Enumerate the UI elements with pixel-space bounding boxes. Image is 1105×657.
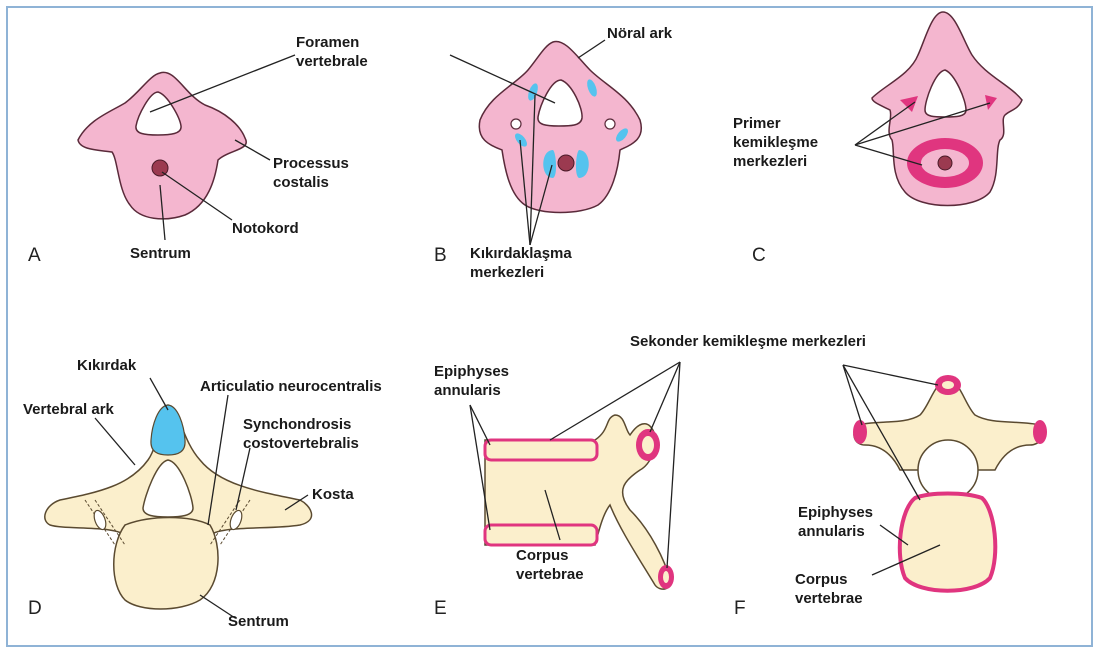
- label-processus-costalis: Processus costalis: [273, 154, 349, 192]
- label-vertebral-ark: Vertebral ark: [23, 400, 114, 419]
- panel-d-centrum: [114, 518, 218, 610]
- label-sekonder-kemiklesme-merkezleri: Sekonder kemikleşme merkezleri: [630, 332, 866, 351]
- panel-f-vertebra: [853, 375, 1047, 591]
- label-corpus-vertebrae-f: Corpus vertebrae: [795, 570, 863, 608]
- panel-c-notochord: [938, 156, 952, 170]
- panel-label-e: E: [434, 598, 447, 620]
- label-sentrum-a: Sentrum: [130, 244, 191, 263]
- label-epiphyses-annularis-e: Epiphyses annularis: [434, 362, 509, 400]
- panel-label-b: B: [434, 245, 447, 267]
- label-kikirdak: Kıkırdak: [77, 356, 136, 375]
- panel-b-body: [479, 41, 641, 212]
- label-kosta: Kosta: [312, 485, 354, 504]
- label-epiphyses-annularis-f: Epiphyses annularis: [798, 503, 873, 541]
- label-foramen-vertebrale: Foramen vertebrale: [296, 33, 368, 71]
- panel-label-f: F: [734, 598, 746, 620]
- panel-d-cartilage: [151, 405, 185, 455]
- panel-label-c: C: [752, 245, 766, 267]
- panel-c-vertebra: [872, 12, 1022, 206]
- panel-a-vertebra: [78, 72, 246, 218]
- panel-b-vertebra: [479, 41, 641, 212]
- panel-f-body: [900, 494, 995, 591]
- label-corpus-vertebrae-e: Corpus vertebrae: [516, 546, 584, 584]
- label-primer-kemiklesme-merkezleri: Primer kemikleşme merkezleri: [733, 114, 818, 171]
- label-kikirdaklasma-merkezleri: Kıkırdaklaşma merkezleri: [470, 244, 572, 282]
- panel-label-a: A: [28, 245, 41, 267]
- panel-a-notochord: [152, 160, 168, 176]
- panel-b-notochord: [558, 155, 574, 171]
- panel-f-foramen: [918, 440, 978, 500]
- label-sentrum-d: Sentrum: [228, 612, 289, 631]
- label-synchondrosis-costovertebralis: Synchondrosis costovertebralis: [243, 415, 359, 453]
- label-notokord: Notokord: [232, 219, 299, 238]
- label-articulatio-neurocentralis: Articulatio neurocentralis: [200, 377, 382, 396]
- panel-label-d: D: [28, 598, 42, 620]
- label-noral-ark: Nöral ark: [607, 24, 672, 43]
